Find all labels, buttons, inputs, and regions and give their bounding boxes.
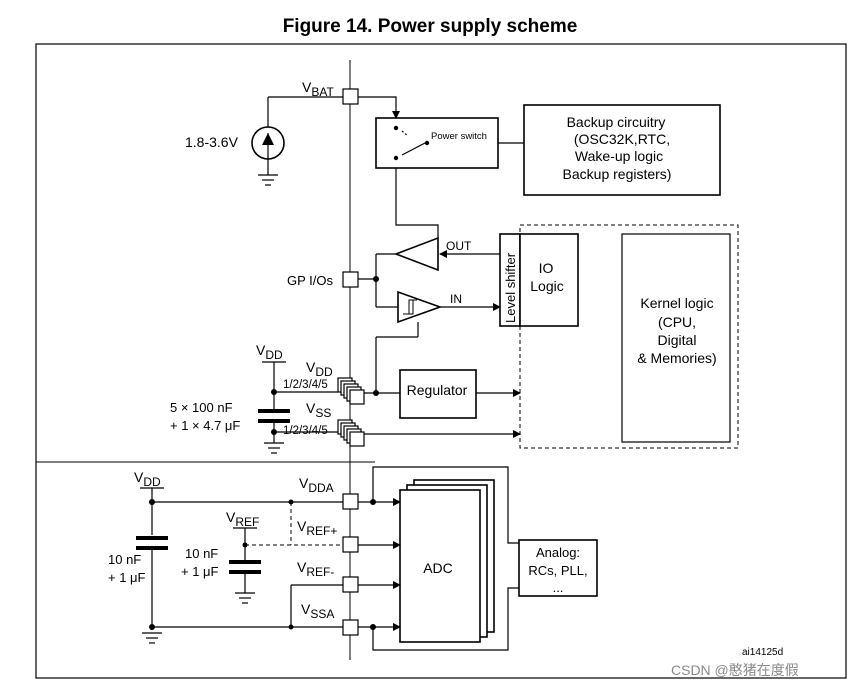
- vss-pin-stack: [337, 419, 365, 447]
- vdd-cap-line-2: + 1 × 4.7 μF: [170, 418, 240, 433]
- vdd-decoupling-cap: [258, 409, 338, 454]
- regulator-box: [399, 369, 477, 419]
- adc-label: ADC: [423, 560, 453, 576]
- io-logic-box: [519, 233, 579, 327]
- gp-ios-pin: [342, 271, 359, 288]
- battery-range-label: 1.8-3.6V: [185, 134, 239, 150]
- vdd-rail-symbol: [262, 361, 338, 410]
- analog-line-2: RCs, PLL,: [528, 563, 587, 578]
- vdda-cap-line-2: + 1 μF: [108, 570, 146, 585]
- input-buffer: [397, 290, 443, 324]
- vdd-cap-line-1: 5 × 100 nF: [170, 400, 233, 415]
- vdda-cap-line-1: 10 nF: [108, 552, 141, 567]
- io-logic-line-2: Logic: [530, 278, 563, 294]
- power-switch-box: [375, 117, 499, 169]
- analog-line-1: Analog:: [536, 545, 580, 560]
- backup-line-4: Backup registers): [563, 166, 672, 182]
- in-signal-label: IN: [450, 292, 462, 306]
- vref-supply-label: VREF: [226, 509, 259, 529]
- out-signal-label: OUT: [446, 239, 472, 253]
- vref-supply-symbol: [229, 499, 343, 604]
- vdd-rail-label: VDD: [256, 342, 283, 362]
- watermark: CSDN @憨猪在度假: [671, 662, 799, 678]
- kernel-logic-box: [621, 233, 731, 443]
- backup-line-2: (OSC32K,RTC,: [574, 131, 670, 147]
- vssa-pin-label: VSSA: [301, 601, 334, 621]
- vref-minus-pin: [342, 576, 359, 593]
- vbat-pin: [342, 88, 359, 105]
- vssa-pin: [342, 619, 359, 636]
- regulator-label: Regulator: [407, 382, 468, 398]
- vdd-pin-numbers: 1/2/3/4/5: [283, 379, 328, 391]
- backup-circuitry-box: [523, 104, 721, 196]
- analog-box: [518, 539, 598, 597]
- kernel-line-4: & Memories): [637, 350, 716, 366]
- backup-line-1: Backup circuitry: [567, 114, 666, 130]
- level-shifter-label: Level shifter: [503, 252, 518, 323]
- outer-frame: [35, 43, 847, 679]
- vdd-pin-stack: [337, 377, 365, 405]
- analog-line-3: ...: [553, 580, 564, 595]
- vref-plus-pin: [342, 536, 359, 553]
- backup-line-3: Wake-up logic: [575, 148, 663, 164]
- kernel-domain-dashed: [519, 224, 739, 449]
- vbat-label: VBAT: [302, 79, 334, 99]
- figure-id: ai14125d: [742, 647, 783, 658]
- kernel-line-2: (CPU,: [658, 314, 696, 330]
- battery-source: [251, 96, 343, 186]
- vref-cap-line-2: + 1 μF: [181, 564, 219, 579]
- vdda-pin-label: VDDA: [299, 475, 334, 495]
- vss-pin-label: VSS: [306, 400, 331, 420]
- gp-ios-label: GP I/Os: [287, 273, 333, 288]
- adc-box: [399, 489, 481, 643]
- vss-pin-numbers: 1/2/3/4/5: [283, 425, 328, 437]
- kernel-line-3: Digital: [658, 332, 697, 348]
- vref-plus-pin-label: VREF+: [297, 518, 337, 538]
- power-switch-label: Power switch: [431, 131, 487, 142]
- vref-cap-line-1: 10 nF: [185, 546, 218, 561]
- vref-minus-pin-label: VREF-: [297, 559, 334, 579]
- vdd-pin-label: VDD: [306, 359, 333, 379]
- kernel-line-1: Kernel logic: [640, 295, 713, 311]
- vdda-supply-symbol: [136, 487, 343, 644]
- figure-title: Figure 14. Power supply scheme: [282, 16, 578, 37]
- output-buffer: [393, 236, 439, 272]
- power-switch-symbol: [393, 125, 430, 161]
- vdda-pin: [342, 493, 359, 510]
- vdda-supply-label: VDD: [134, 469, 161, 489]
- io-logic-line-1: IO: [539, 260, 554, 276]
